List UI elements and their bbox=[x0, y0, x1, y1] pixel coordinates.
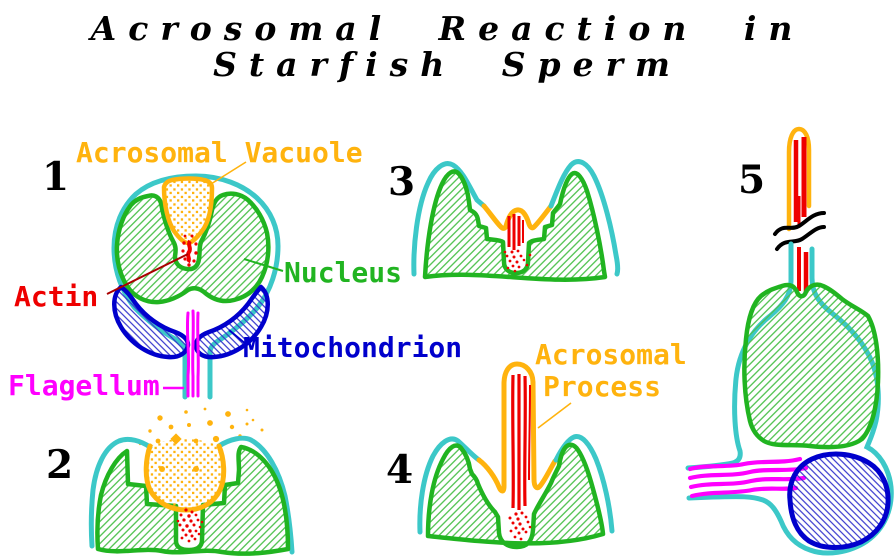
stage-1-sperm-cell bbox=[106, 161, 284, 400]
label-nucleus: Nucleus bbox=[284, 256, 403, 289]
stage4-acrosomal-process-outline bbox=[476, 361, 558, 494]
stage5-actin-filaments-lower bbox=[797, 247, 809, 293]
stage3-acrosomal-membrane bbox=[481, 203, 554, 231]
acrosomal-vacuole-leader-line bbox=[210, 161, 247, 185]
stage-4-process-extended bbox=[417, 361, 615, 550]
label-acrosomal-process-line2: Process bbox=[543, 370, 662, 403]
stage3-cell-membrane-left bbox=[411, 161, 487, 277]
stage3-actin-dots bbox=[503, 249, 532, 273]
stage2-vacuole-dot bbox=[159, 466, 165, 472]
stage-3-process-start bbox=[411, 159, 621, 282]
stage5-actin-filaments-top bbox=[793, 137, 807, 226]
stage5-mitochondrion bbox=[787, 451, 891, 550]
stage-number-5: 5 bbox=[738, 157, 766, 203]
label-acrosomal-process: Acrosomal Process bbox=[535, 339, 687, 403]
stage4-cell-membrane-left bbox=[417, 436, 482, 535]
stage2-nucleus bbox=[95, 444, 291, 556]
label-actin: Actin bbox=[14, 280, 99, 313]
label-mitochondrion: Mitochondrion bbox=[243, 331, 463, 364]
mitochondrion-leader-line bbox=[228, 329, 248, 346]
stage5-flagellum bbox=[687, 456, 809, 499]
stage1-actin bbox=[181, 234, 198, 267]
stage1-acrosomal-vacuole bbox=[164, 178, 212, 243]
page-title: Acrosomal Reaction in Starfish Sperm bbox=[0, 11, 895, 83]
label-acrosomal-process-line1: Acrosomal bbox=[535, 338, 687, 371]
nucleus-leader-line bbox=[243, 258, 284, 272]
label-acrosomal-vacuole: Acrosomal Vacuole bbox=[76, 136, 363, 169]
stage1-nucleus bbox=[114, 191, 271, 305]
stage-number-1: 1 bbox=[42, 154, 70, 200]
acrosomal-process-leader-line bbox=[537, 402, 572, 429]
label-flagellum: Flagellum bbox=[8, 369, 160, 402]
title-line-2: Starfish Sperm bbox=[213, 45, 682, 84]
stage5-break-mark-lower bbox=[775, 225, 826, 251]
stage2-cell-membrane-left bbox=[88, 436, 153, 549]
stage-2-vacuole-burst bbox=[88, 407, 295, 556]
stage5-process-outline-top bbox=[786, 126, 812, 232]
stage4-nucleus bbox=[425, 442, 606, 550]
stage3-cell-membrane-right bbox=[548, 159, 621, 277]
stage4-actin-filaments bbox=[511, 374, 531, 510]
stage2-cell-membrane-right bbox=[216, 435, 295, 555]
actin-leader-line bbox=[106, 253, 189, 295]
stage3-actin-filaments bbox=[507, 214, 524, 250]
stage-number-4: 4 bbox=[386, 447, 414, 493]
stage1-acrosomal-vacuole-outline bbox=[161, 176, 215, 246]
stage5-nucleus bbox=[742, 282, 881, 450]
stage-number-2: 2 bbox=[46, 442, 74, 488]
stage2-vacuole-dot bbox=[193, 466, 199, 472]
stage2-acrosomal-vacuole bbox=[146, 439, 224, 510]
title-line-1: Acrosomal Reaction in bbox=[90, 9, 805, 48]
stage1-mitochondrion-right bbox=[193, 284, 270, 360]
stage2-actin bbox=[176, 508, 204, 543]
stage-number-3: 3 bbox=[388, 159, 416, 205]
stage1-flagellum bbox=[185, 309, 200, 398]
stage4-actin-dots bbox=[508, 511, 532, 541]
stage-5-full-sperm bbox=[685, 126, 894, 556]
stage5-break-mark-upper bbox=[773, 211, 826, 236]
